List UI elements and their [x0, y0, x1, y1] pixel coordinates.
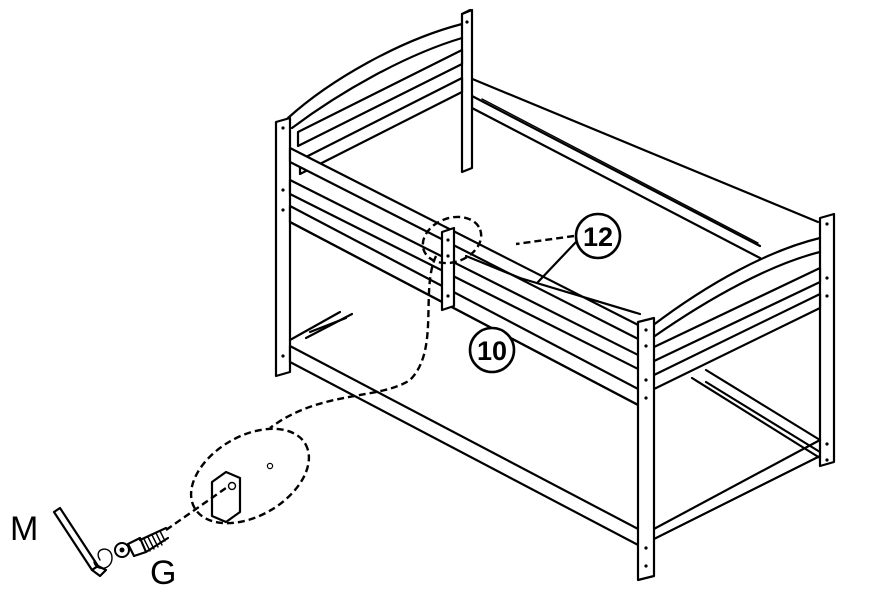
- left-floor-rail: [288, 310, 354, 342]
- callout-10-label: 10: [477, 336, 507, 366]
- bottom-back-rail: [690, 368, 822, 460]
- wrench-label: M: [10, 510, 38, 548]
- callout-12-label: 12: [583, 222, 613, 252]
- detail-ellipse-joint: [421, 215, 483, 265]
- callout-part-10: 10: [468, 326, 516, 374]
- bolt-icon: [114, 526, 170, 558]
- slat-support-rail: [464, 254, 642, 316]
- back-headboard: [286, 22, 464, 176]
- allen-wrench-icon: [52, 506, 113, 578]
- far-long-rail-upper: [468, 76, 820, 244]
- bottom-front-rail: [288, 344, 822, 548]
- detail-post-closeup: [210, 462, 274, 524]
- callout-12-leaders: [515, 234, 578, 284]
- detail-leader-line: [269, 255, 438, 429]
- left-front-post: [274, 116, 292, 378]
- detail-ellipse-bolt: [189, 427, 311, 525]
- right-back-post: [818, 212, 836, 468]
- bolt-label: G: [150, 554, 176, 592]
- bolt-path-line: [165, 487, 227, 531]
- right-front-post: [636, 316, 656, 582]
- middle-guard-post: [440, 226, 456, 312]
- callout-part-12: 12: [574, 212, 622, 260]
- back-left-post: [460, 8, 474, 174]
- right-headboard: [650, 236, 822, 392]
